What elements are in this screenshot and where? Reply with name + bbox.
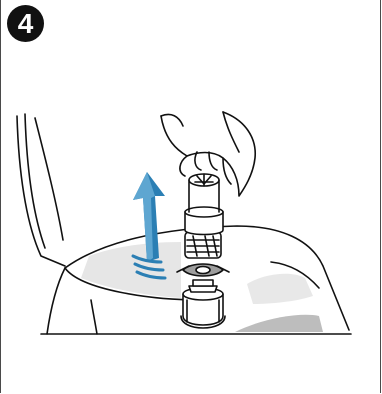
spring-section (185, 232, 221, 258)
filter-cylinder (185, 174, 223, 235)
open-lid (17, 114, 65, 266)
